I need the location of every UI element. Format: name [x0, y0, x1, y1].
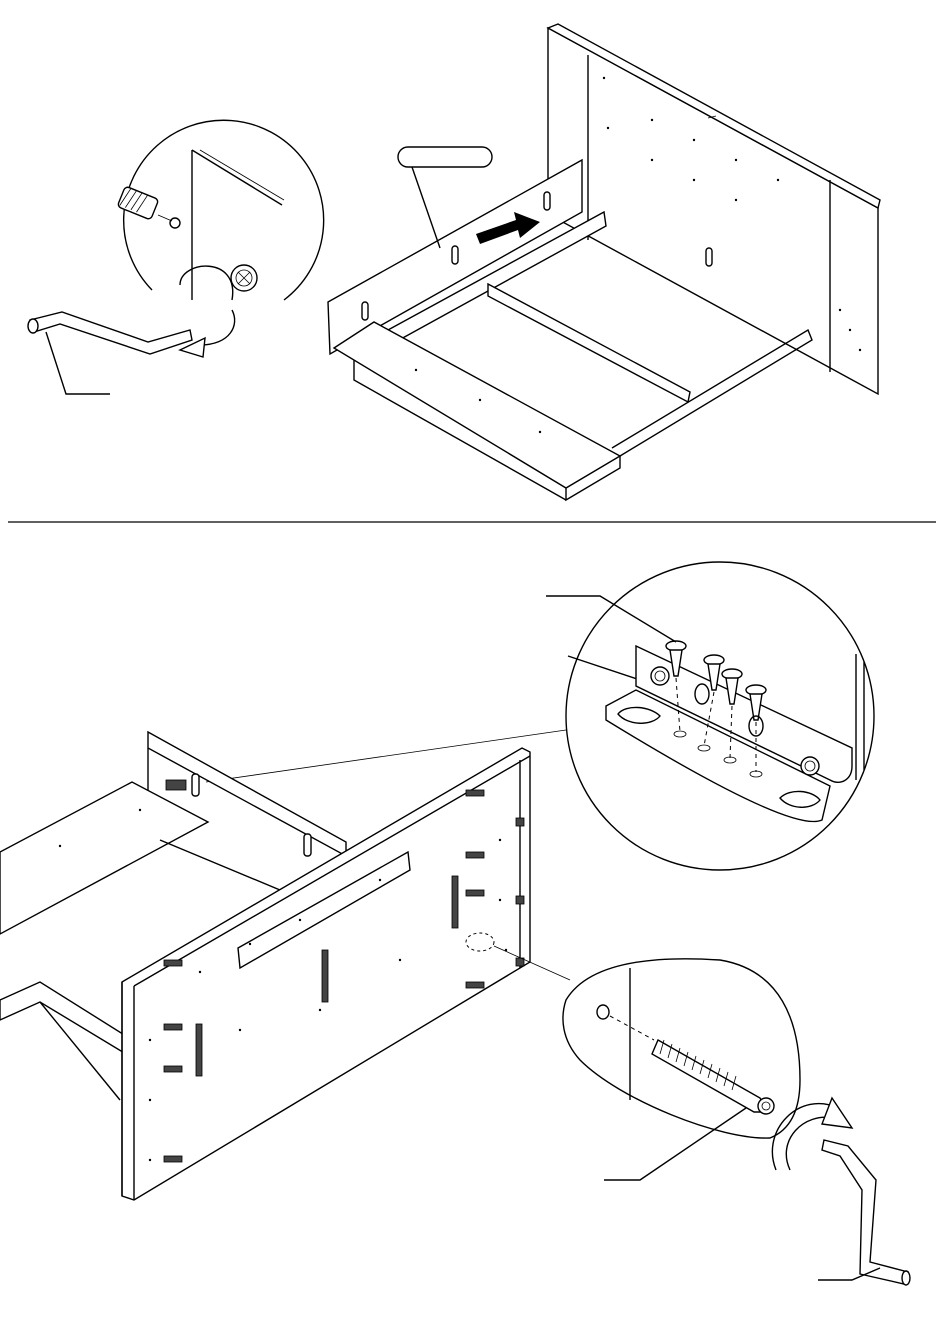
- tool-label-line: [46, 332, 110, 394]
- step-a-illustration: [28, 24, 880, 500]
- screw-label-line: [546, 596, 676, 642]
- allen-key-icon: [818, 1140, 910, 1285]
- rotate-clockwise-icon: [772, 1098, 852, 1170]
- detail-circle-cam-bolt: [28, 120, 324, 394]
- rotate-clockwise-icon: [180, 266, 235, 357]
- cam-bolt-icon: [117, 186, 180, 228]
- bed-frame-bottom: [0, 732, 570, 1200]
- bed-frame-top: [328, 24, 880, 500]
- allen-key-icon: [28, 312, 192, 354]
- dowel-label-line: [604, 1108, 746, 1180]
- detail-circle-dowel: [563, 959, 800, 1180]
- part-label-bubble: [398, 147, 492, 167]
- cam-lock-icon: [231, 265, 257, 291]
- step-b-illustration: [0, 562, 910, 1285]
- dowel-screw-icon: [652, 1040, 774, 1114]
